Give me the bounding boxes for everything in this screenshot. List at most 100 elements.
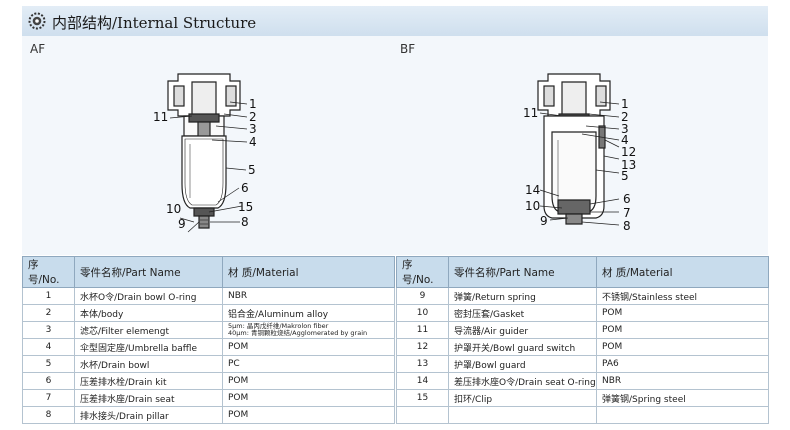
row-material: POM [596, 304, 769, 322]
bf-callout-11: 11 [523, 106, 538, 120]
header-no: 序号/No. [396, 256, 449, 288]
row-no: 8 [22, 406, 75, 424]
row-material: NBR [596, 372, 769, 390]
table-row: 11 导流器/Air guider POM [396, 321, 769, 339]
table-row: 15 扣环/Clip 弹簧钢/Spring steel [396, 389, 769, 407]
row-no: 1 [22, 287, 75, 305]
table-row: 5 水杯/Drain bowl PC [22, 355, 395, 373]
header-part-name: 零件名称/Part Name [448, 256, 597, 288]
material-line: 40μm: 青铜颗粒烧结/Agglomerated by grain [228, 329, 368, 337]
row-no: 9 [396, 287, 449, 305]
row-material: POM [596, 338, 769, 356]
af-callout-3: 3 [249, 122, 257, 136]
af-callout-8: 8 [241, 215, 249, 229]
parts-table-left: 序号/No. 零件名称/Part Name 材 质/Material 1 水杯O… [22, 256, 395, 424]
table-row: 4 伞型固定座/Umbrella baffle POM [22, 338, 395, 356]
row-part-name: 导流器/Air guider [448, 321, 597, 339]
row-no: 10 [396, 304, 449, 322]
af-label: AF [30, 42, 46, 56]
row-no: 3 [22, 321, 75, 339]
table-row: 14 差压排水座O令/Drain seat O-ring NBR [396, 372, 769, 390]
header-part-name: 零件名称/Part Name [74, 256, 223, 288]
header-no: 序号/No. [22, 256, 75, 288]
table-row: 8 排水接头/Drain pillar POM [22, 406, 395, 424]
bf-callout-2: 2 [621, 110, 629, 124]
section-title: 内部结构/Internal Structure [52, 14, 257, 32]
gear-logo-icon [28, 12, 46, 30]
row-no: 11 [396, 321, 449, 339]
table-header-row: 序号/No. 零件名称/Part Name 材 质/Material [396, 256, 769, 288]
row-material: 弹簧钢/Spring steel [596, 389, 769, 407]
row-material: POM [222, 389, 395, 407]
row-no: 4 [22, 338, 75, 356]
bf-callout-7: 7 [623, 206, 631, 220]
row-part-name: 伞型固定座/Umbrella baffle [74, 338, 223, 356]
row-no: 7 [22, 389, 75, 407]
bf-callout-6: 6 [623, 192, 631, 206]
row-part-name: 本体/body [74, 304, 223, 322]
row-no: 14 [396, 372, 449, 390]
row-no: 5 [22, 355, 75, 373]
row-material: 铝合金/Aluminum alloy [222, 304, 395, 322]
table-row: 9 弹簧/Return spring 不锈钢/Stainless steel [396, 287, 769, 305]
row-material: POM [222, 406, 395, 424]
row-part-name: 差压排水座O令/Drain seat O-ring [448, 372, 597, 390]
section-header: 内部结构/Internal Structure [22, 6, 768, 37]
af-cross-section-drawing: 1 2 3 4 5 6 10 15 9 8 11 [153, 73, 636, 233]
material-line: 5μm: 晶丙戊纤维/Makrolon fiber [228, 322, 329, 330]
row-part-name: 压差排水座/Drain seat [74, 389, 223, 407]
row-material: PA6 [596, 355, 769, 373]
table-header-row: 序号/No. 零件名称/Part Name 材 质/Material [22, 256, 395, 288]
row-part-name: 护罩开关/Bowl guard switch [448, 338, 597, 356]
row-no-empty [396, 406, 449, 424]
bf-label: BF [400, 42, 416, 56]
row-part-name-empty [448, 406, 597, 424]
row-no: 6 [22, 372, 75, 390]
bf-callout-4: 4 [621, 133, 629, 147]
af-callout-6: 6 [241, 181, 249, 195]
row-part-name: 护罩/Bowl guard [448, 355, 597, 373]
row-part-name: 压差排水栓/Drain kit [74, 372, 223, 390]
bf-callout-1: 1 [621, 97, 629, 111]
row-part-name: 扣环/Clip [448, 389, 597, 407]
bf-callout-3: 3 [621, 122, 629, 136]
af-callout-9: 9 [178, 217, 186, 231]
table-row: 3 滤芯/Filter elemengt 5μm: 晶丙戊纤维/Makrolon… [22, 321, 395, 339]
row-material: POM [222, 372, 395, 390]
row-material: 不锈钢/Stainless steel [596, 287, 769, 305]
row-part-name: 水杯O令/Drain bowl O-ring [74, 287, 223, 305]
row-no: 15 [396, 389, 449, 407]
table-row: 13 护罩/Bowl guard PA6 [396, 355, 769, 373]
af-callout-2: 2 [249, 110, 257, 124]
table-row: 6 压差排水栓/Drain kit POM [22, 372, 395, 390]
table-row: 2 本体/body 铝合金/Aluminum alloy [22, 304, 395, 322]
table-row: 1 水杯O令/Drain bowl O-ring NBR [22, 287, 395, 305]
row-part-name: 排水接头/Drain pillar [74, 406, 223, 424]
row-no: 12 [396, 338, 449, 356]
bf-callout-13: 13 [621, 158, 636, 172]
af-callout-5: 5 [248, 163, 256, 177]
header-material: 材 质/Material [596, 256, 769, 288]
diagram-area: AF BF [22, 36, 768, 255]
parts-table-right: 序号/No. 零件名称/Part Name 材 质/Material 9 弹簧/… [396, 256, 769, 424]
af-callout-10: 10 [166, 202, 181, 216]
row-part-name: 弹簧/Return spring [448, 287, 597, 305]
row-part-name: 密封压套/Gasket [448, 304, 597, 322]
table-row: 10 密封压套/Gasket POM [396, 304, 769, 322]
row-no: 2 [22, 304, 75, 322]
row-material: NBR [222, 287, 395, 305]
row-material-empty [596, 406, 769, 424]
row-material: PC [222, 355, 395, 373]
header-material: 材 质/Material [222, 256, 395, 288]
bf-callout-8: 8 [623, 219, 631, 233]
row-material: 5μm: 晶丙戊纤维/Makrolon fiber 40μm: 青铜颗粒烧结/A… [222, 321, 395, 339]
table-row: 12 护罩开关/Bowl guard switch POM [396, 338, 769, 356]
af-callout-11: 11 [153, 110, 168, 124]
af-callout-15: 15 [238, 200, 253, 214]
row-part-name: 滤芯/Filter elemengt [74, 321, 223, 339]
af-callout-4: 4 [249, 135, 257, 149]
bf-callout-14: 14 [525, 183, 540, 197]
row-part-name: 水杯/Drain bowl [74, 355, 223, 373]
bf-callout-12: 12 [621, 145, 636, 159]
table-row: 7 压差排水座/Drain seat POM [22, 389, 395, 407]
